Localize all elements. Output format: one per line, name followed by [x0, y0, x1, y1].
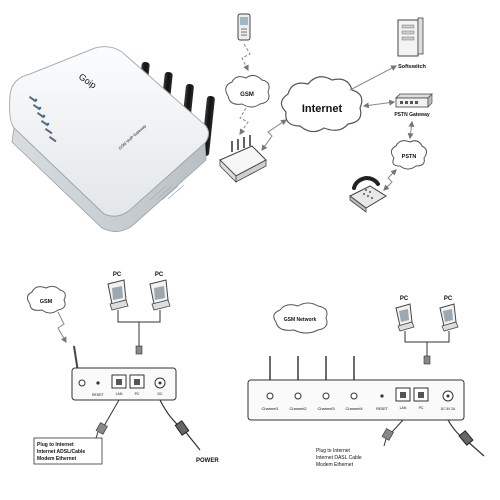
rj45-plug-icon — [135, 345, 143, 355]
mobile-phone-icon — [237, 13, 251, 41]
lan-port-label: LAN — [400, 406, 407, 410]
ethernet-cable — [391, 419, 404, 433]
wiring-diagram-quad: GSM Network PC PC — [247, 296, 485, 468]
network-topology: GSM Internet Softswitch — [219, 13, 433, 213]
pc-icon — [107, 279, 129, 311]
note-box — [33, 437, 103, 465]
network-link — [383, 169, 397, 191]
pc-label: PC — [400, 296, 409, 302]
pc-port-label: PC — [419, 406, 424, 410]
wireless-link — [57, 311, 67, 344]
led-indicators — [28, 96, 57, 143]
pc-icon — [149, 279, 171, 311]
pc-icon — [439, 303, 459, 332]
reset-button — [96, 381, 100, 385]
product-photo: Goip GSM VoIP Gateway — [9, 46, 215, 232]
pstn-gateway-icon — [395, 93, 433, 108]
note-line: Modem Ethernet — [37, 456, 77, 462]
wireless-link — [241, 43, 251, 72]
softswitch-server-icon — [397, 17, 424, 57]
network-link — [261, 119, 287, 151]
note-line: Modem Ethernet — [316, 462, 354, 468]
gsm-cloud: GSM — [225, 74, 270, 108]
dc-label: DC — [157, 392, 163, 396]
rj45-plug-icon — [95, 422, 108, 435]
rj45-plug-icon — [423, 355, 431, 365]
channel-label: Channel3 — [317, 406, 335, 411]
pc-port-label: PC — [135, 392, 140, 396]
gateway-device-icon — [219, 135, 267, 183]
vent-slots — [149, 184, 185, 201]
led-dots — [34, 98, 50, 126]
pc-label: PC — [155, 272, 164, 278]
antenna-set — [269, 356, 355, 382]
gateway-device-side — [11, 127, 207, 232]
pc-label: PC — [444, 296, 453, 302]
gsm-cloud: GSM — [26, 285, 66, 314]
reset-button — [380, 394, 384, 398]
softswitch-label: Softswitch — [398, 64, 426, 70]
power-plug-icon — [174, 420, 190, 436]
antenna-port — [78, 379, 86, 387]
pstn-label: PSTN — [402, 154, 417, 160]
note-line: Internet DASL Cable — [316, 455, 362, 461]
wiring-diagram-single: GSM PC PC RESET LAN PC — [26, 272, 219, 465]
gateway-device-body — [9, 46, 209, 217]
channel-label: Channel2 — [289, 406, 307, 411]
network-link — [349, 65, 398, 91]
ethernet-cable — [103, 399, 120, 427]
pstn-cloud: PSTN — [390, 140, 428, 170]
network-link — [362, 99, 396, 109]
pstn-gateway-label: PSTN Gateway — [394, 112, 430, 118]
reset-label: RESET — [376, 407, 389, 411]
note-line: Plug to Internet — [37, 442, 74, 448]
internet-cloud: Internet — [280, 76, 363, 133]
ethernet-cable — [117, 310, 161, 323]
power-label: POWER — [196, 458, 219, 464]
reset-label: RESET — [92, 393, 105, 397]
channel-label: Channel1 — [261, 406, 279, 411]
network-link — [407, 120, 415, 140]
gsm-network-cloud: GSM Network — [273, 302, 328, 334]
channel-ports — [266, 392, 358, 400]
ethernet-cable — [404, 331, 450, 343]
note-text: Plug to Internet Internet DASL Cable Mod… — [316, 448, 362, 468]
gsm-network-label: GSM Network — [284, 317, 317, 323]
power-plug-icon — [458, 430, 474, 446]
note-line: Internet ADSL/Cable — [37, 449, 85, 455]
internet-label: Internet — [302, 103, 343, 115]
pc-icon — [395, 303, 415, 332]
note-line: Plug to Internet — [316, 448, 351, 454]
dc-label: DC 5V 2A — [441, 407, 456, 411]
lan-port-label: LAN — [116, 392, 123, 396]
gsm-label: GSM — [40, 299, 53, 305]
gsm-label: GSM — [240, 92, 254, 98]
pc-label: PC — [113, 272, 122, 278]
rj45-plug-icon — [381, 428, 394, 441]
telephone-icon — [349, 175, 387, 213]
wireless-link — [239, 107, 249, 135]
channel-label: Channel4 — [345, 406, 363, 411]
gateway-back-panel — [247, 379, 465, 421]
